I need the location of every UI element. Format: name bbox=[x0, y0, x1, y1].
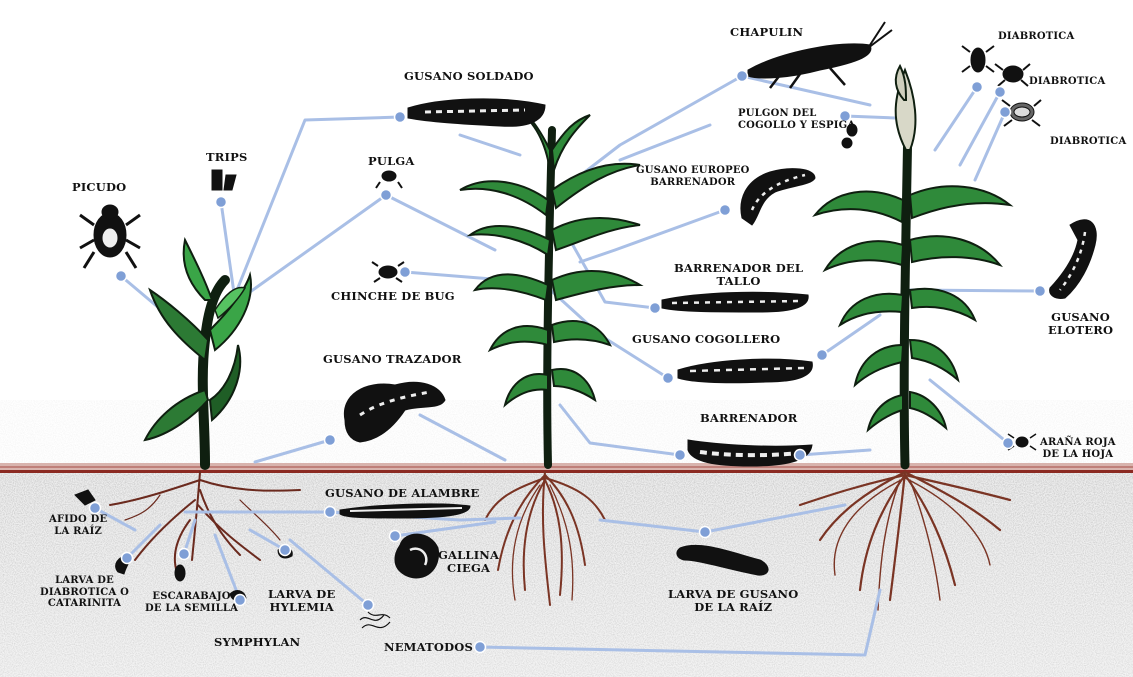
label-arana-roja-line2: DE LA HOJA bbox=[1040, 449, 1116, 461]
label-diabrotica-3: DIABROTICA bbox=[1050, 136, 1126, 148]
label-symphylan: SYMPHYLAN bbox=[214, 636, 300, 649]
label-pulgon-line1: PULGON DEL bbox=[738, 108, 855, 120]
label-gusano-elotero-line2: ELOTERO bbox=[1048, 324, 1113, 337]
label-pulga: PULGA bbox=[368, 155, 415, 168]
label-larva-diabrotica-line3: CATARINITA bbox=[40, 598, 129, 610]
label-arana-roja-line1: ARAÑA ROJA bbox=[1040, 437, 1116, 449]
barrenador-tallo-icon bbox=[662, 292, 808, 312]
label-gallina-ciega: GALLINA CIEGA bbox=[438, 549, 499, 575]
gusano-cogollero-icon bbox=[678, 359, 812, 383]
label-afido-de-la-raiz: AFIDO DE LA RAÍZ bbox=[49, 514, 107, 537]
label-gusano-soldado: GUSANO SOLDADO bbox=[404, 70, 534, 83]
gusano-soldado-icon bbox=[408, 99, 545, 126]
label-gusano-europeo-line2: BARRENADOR bbox=[636, 177, 750, 189]
label-gusano-trazador: GUSANO TRAZADOR bbox=[323, 353, 462, 366]
label-arana-roja: ARAÑA ROJA DE LA HOJA bbox=[1040, 437, 1116, 460]
label-chinche-de-bug: CHINCHE DE BUG bbox=[331, 290, 455, 303]
label-barrenador-del-tallo-line2: TALLO bbox=[674, 275, 803, 288]
diabrotica-icon-2 bbox=[995, 64, 1030, 86]
label-barrenador: BARRENADOR bbox=[700, 412, 798, 425]
label-gusano-elotero: GUSANO ELOTERO bbox=[1048, 311, 1113, 337]
ground-line bbox=[0, 463, 1133, 473]
label-gusano-europeo-line1: GUSANO EUROPEO bbox=[636, 165, 750, 177]
label-larva-diabrotica-line2: DIABROTICA O bbox=[40, 587, 129, 599]
label-larva-de-gusano-de-la-raiz: LARVA DE GUSANO DE LA RAÍZ bbox=[668, 588, 798, 614]
label-gusano-cogollero: GUSANO COGOLLERO bbox=[632, 333, 780, 346]
label-nematodos: NEMATODOS bbox=[384, 641, 473, 654]
label-gusano-europeo: GUSANO EUROPEO BARRENADOR bbox=[636, 165, 750, 188]
label-larva-diabrotica-line1: LARVA DE bbox=[40, 575, 129, 587]
label-pulgon: PULGON DEL COGOLLO Y ESPIGA bbox=[738, 108, 855, 131]
diabrotica-icon-1 bbox=[962, 46, 994, 72]
label-larva-de-hylemia: LARVA DE HYLEMIA bbox=[268, 588, 335, 614]
label-hylemia-line2: HYLEMIA bbox=[268, 601, 335, 614]
label-gusano-de-alambre: GUSANO DE ALAMBRE bbox=[325, 487, 479, 500]
label-gusano-raiz-line2: DE LA RAÍZ bbox=[668, 601, 798, 614]
label-picudo: PICUDO bbox=[72, 181, 126, 194]
label-chapulin: CHAPULIN bbox=[730, 26, 803, 39]
label-escarabajo-line1: ESCARABAJO bbox=[145, 591, 238, 603]
label-gallina-ciega-line2: CIEGA bbox=[438, 562, 499, 575]
escarabajo-semilla-icon bbox=[175, 565, 185, 581]
soil-area bbox=[0, 400, 1133, 677]
label-diabrotica-2: DIABROTICA bbox=[1029, 76, 1105, 88]
label-escarabajo-de-la-semilla: ESCARABAJO DE LA SEMILLA bbox=[145, 591, 238, 614]
label-pulgon-line2: COGOLLO Y ESPIGA bbox=[738, 120, 855, 132]
label-diabrotica-1: DIABROTICA bbox=[998, 31, 1074, 43]
label-escarabajo-line2: DE LA SEMILLA bbox=[145, 603, 238, 615]
picudo-icon bbox=[80, 205, 140, 268]
gusano-europeo-icon bbox=[741, 169, 815, 225]
trips-icon bbox=[212, 170, 236, 190]
gusano-elotero-icon bbox=[1050, 220, 1097, 299]
label-larva-de-diabrotica: LARVA DE DIABROTICA O CATARINITA bbox=[40, 575, 129, 610]
pulga-icon bbox=[376, 171, 402, 188]
label-afido-line2: LA RAÍZ bbox=[49, 526, 107, 538]
label-trips: TRIPS bbox=[206, 151, 247, 164]
label-barrenador-del-tallo: BARRENADOR DEL TALLO bbox=[674, 262, 803, 288]
label-afido-line1: AFIDO DE bbox=[49, 514, 107, 526]
